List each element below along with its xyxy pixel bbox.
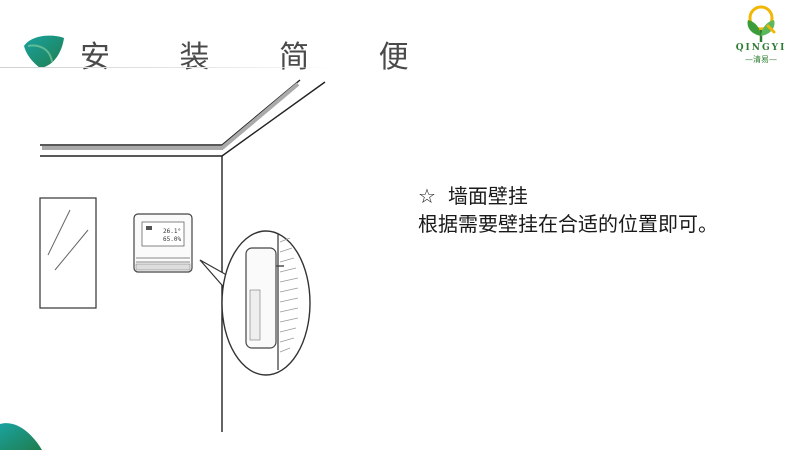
leaf-logo-icon	[24, 35, 64, 68]
star-icon: ☆	[418, 184, 436, 208]
device-temperature: 26.1°	[163, 228, 181, 235]
device-humidity: 65.0%	[163, 236, 181, 243]
title-bar: 安 装 简 便	[22, 28, 409, 75]
side-view-callout	[199, 230, 311, 376]
corner-decoration	[0, 423, 42, 450]
brand-logo: QINGYI —清易—	[726, 4, 796, 64]
window-frame	[39, 197, 97, 309]
caption-heading-line: ☆ 墙面壁挂	[418, 182, 738, 210]
caption: ☆ 墙面壁挂 根据需要壁挂在合适的位置即可。	[418, 182, 738, 238]
caption-body: 根据需要壁挂在合适的位置即可。	[418, 212, 718, 236]
wall-mount-illustration: 26.1° 65.0%	[39, 79, 326, 432]
sprout-logo-icon	[747, 5, 776, 42]
caption-heading: 墙面壁挂	[447, 184, 528, 208]
ceiling-moulding	[40, 79, 326, 157]
brand-name: QINGYI	[735, 43, 787, 53]
title-divider	[0, 67, 330, 68]
page-title: 安 装 简 便	[80, 40, 439, 75]
thermo-hygrometer-device: 26.1° 65.0%	[133, 213, 193, 273]
brand-tagline: —清易—	[745, 55, 777, 64]
